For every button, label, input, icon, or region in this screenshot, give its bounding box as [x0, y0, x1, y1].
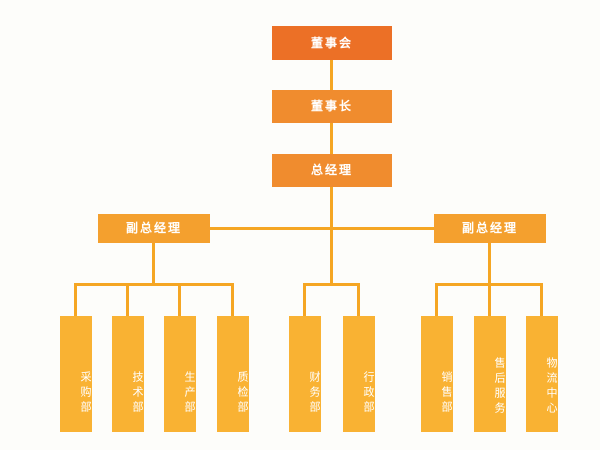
node-department-finance[interactable]: 财务部	[289, 316, 321, 432]
node-chairman[interactable]: 董事长	[272, 90, 392, 123]
node-department-purchasing-label: 采购部	[79, 370, 91, 416]
connector-right-group-drop-3	[540, 283, 543, 316]
connector-general-manager-stem	[330, 187, 333, 229]
node-department-logistics-center-label: 物流中心	[545, 357, 557, 417]
node-department-quality-inspection[interactable]: 质检部	[217, 316, 249, 432]
connector-right-group-drop-1	[435, 283, 438, 316]
node-department-administration[interactable]: 行政部	[343, 316, 375, 432]
connector-right-deputy-stem	[488, 243, 491, 285]
node-department-after-sales-service-label: 售后服务	[493, 357, 505, 417]
node-department-production-label: 生产部	[183, 370, 195, 416]
node-department-technology-label: 技术部	[131, 370, 143, 416]
node-department-finance-label: 财务部	[308, 370, 320, 416]
node-department-sales[interactable]: 销售部	[421, 316, 453, 432]
node-deputy-general-manager-right-label: 副总经理	[461, 221, 518, 236]
connector-right-group-drop-2	[488, 283, 491, 316]
connector-center-group-stem	[330, 230, 333, 285]
connector-left-group-drop-3	[178, 283, 181, 316]
node-chairman-label: 董事长	[310, 99, 353, 114]
node-general-manager-label: 总经理	[310, 163, 353, 178]
node-board-of-directors[interactable]: 董事会	[272, 26, 392, 60]
connector-left-group-bus-bar	[74, 283, 234, 286]
connector-left-deputy-stem	[152, 243, 155, 285]
node-department-purchasing[interactable]: 采购部	[60, 316, 92, 432]
connector-chairman-to-general-manager	[330, 123, 333, 154]
node-deputy-general-manager-left[interactable]: 副总经理	[98, 214, 210, 243]
node-department-administration-label: 行政部	[362, 370, 374, 416]
node-deputy-general-manager-right[interactable]: 副总经理	[434, 214, 546, 243]
connector-left-group-drop-4	[231, 283, 234, 316]
node-department-production[interactable]: 生产部	[164, 316, 196, 432]
connector-left-group-drop-2	[126, 283, 129, 316]
connector-center-group-drop-2	[357, 283, 360, 316]
node-department-sales-label: 销售部	[440, 370, 452, 416]
connector-board-to-chairman	[330, 60, 333, 90]
connector-center-group-drop-1	[303, 283, 306, 316]
node-deputy-general-manager-left-label: 副总经理	[125, 221, 182, 236]
node-department-technology[interactable]: 技术部	[112, 316, 144, 432]
node-department-after-sales-service[interactable]: 售后服务	[474, 316, 506, 432]
node-department-quality-inspection-label: 质检部	[236, 370, 248, 416]
connector-deputy-bus-bar	[208, 227, 448, 230]
node-department-logistics-center[interactable]: 物流中心	[526, 316, 558, 432]
connector-center-group-bus-bar	[303, 283, 360, 286]
connector-left-group-drop-1	[74, 283, 77, 316]
node-board-of-directors-label: 董事会	[310, 35, 353, 50]
node-general-manager[interactable]: 总经理	[272, 154, 392, 187]
